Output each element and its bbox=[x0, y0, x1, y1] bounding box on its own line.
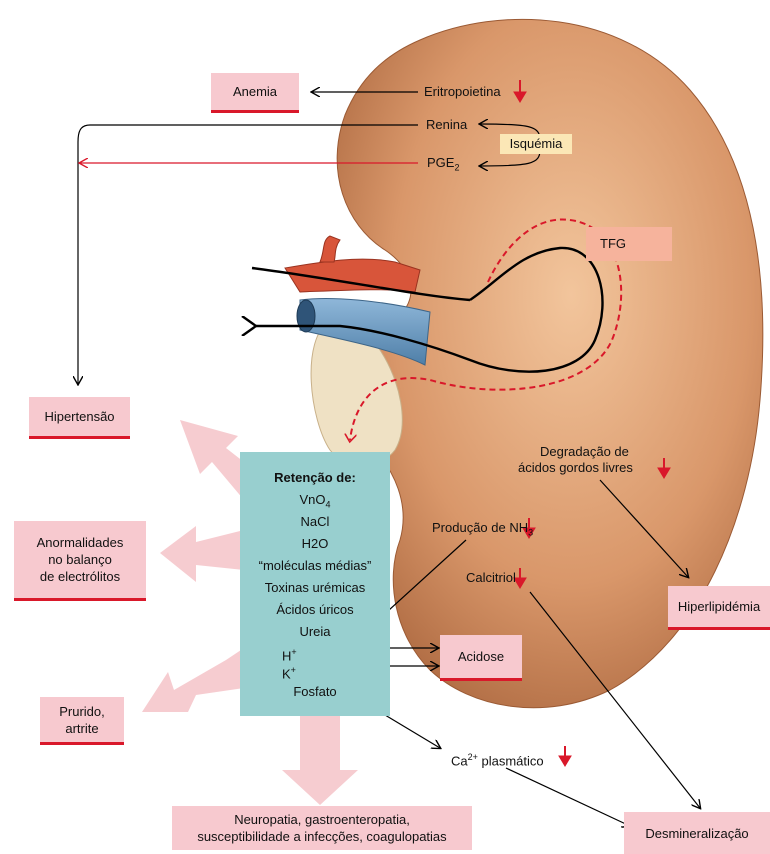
retencao-item: Ácidos úricos bbox=[240, 602, 390, 618]
retencao-item: H2O bbox=[240, 536, 390, 552]
label-tfg: TFG bbox=[586, 227, 672, 261]
box-anemia: Anemia bbox=[211, 73, 299, 113]
retencao-box: Retenção de: VnO4 NaCl H2O “moléculas mé… bbox=[240, 452, 390, 716]
label-renina: Renina bbox=[426, 117, 467, 133]
label-producao-nh3: Produção de NH3 bbox=[432, 520, 533, 541]
arrow-ca-desmineralizacao bbox=[506, 768, 630, 826]
box-hiperlipidemia: Hiperlipidémia bbox=[668, 586, 770, 630]
box-anormalidades: Anormalidades no balanço de electrólitos bbox=[14, 521, 146, 601]
retencao-fosfato: Fosfato bbox=[240, 684, 390, 700]
retencao-k: K+ bbox=[282, 662, 296, 682]
retencao-item: NaCl bbox=[240, 514, 390, 530]
pink-arrow-hipertensao bbox=[180, 420, 244, 500]
degradacao-line-1: Degradação de bbox=[536, 444, 633, 460]
retencao-title: Retenção de: bbox=[240, 470, 390, 486]
neuropatia-line-1: Neuropatia, gastroenteropatia, bbox=[234, 811, 410, 828]
box-neuropatia: Neuropatia, gastroenteropatia, susceptib… bbox=[172, 806, 472, 850]
pink-arrow-prurido bbox=[142, 648, 244, 712]
anormalidades-line-2: no balanço bbox=[48, 551, 112, 568]
box-desmineralizacao: Desmineralização bbox=[624, 812, 770, 854]
label-isquemia: Isquémia bbox=[500, 134, 572, 154]
retencao-item: Toxinas urémicas bbox=[240, 580, 390, 596]
retencao-item: “moléculas médias” bbox=[240, 558, 390, 574]
box-prurido: Prurido, artrite bbox=[40, 697, 124, 745]
retencao-vno4: VnO4 bbox=[240, 492, 390, 513]
neuropatia-line-2: susceptibilidade a infecções, coagulopat… bbox=[197, 828, 446, 845]
label-eritropoietina: Eritropoietina bbox=[424, 84, 501, 100]
prurido-line-1: Prurido, bbox=[59, 703, 105, 720]
prurido-line-2: artrite bbox=[65, 720, 98, 737]
pink-arrow-anormalidades bbox=[160, 526, 244, 582]
label-ca-plasmatico: Ca2+ plasmático bbox=[451, 749, 544, 769]
anormalidades-line-1: Anormalidades bbox=[37, 534, 124, 551]
anormalidades-line-3: de electrólitos bbox=[40, 568, 120, 585]
label-pge: PGE2 bbox=[427, 155, 459, 176]
box-acidose: Acidose bbox=[440, 635, 522, 681]
down-arrow-icon bbox=[559, 746, 571, 766]
label-calcitriol: Calcitriol bbox=[466, 570, 516, 586]
label-degradacao: Degradação de ácidos gordos livres bbox=[536, 444, 633, 476]
retencao-item: Ureia bbox=[240, 624, 390, 640]
pink-arrow-neuropatia bbox=[282, 716, 358, 805]
box-hipertensao: Hipertensão bbox=[29, 397, 130, 439]
artery-branch bbox=[320, 236, 340, 262]
degradacao-line-2: ácidos gordos livres bbox=[518, 460, 633, 476]
